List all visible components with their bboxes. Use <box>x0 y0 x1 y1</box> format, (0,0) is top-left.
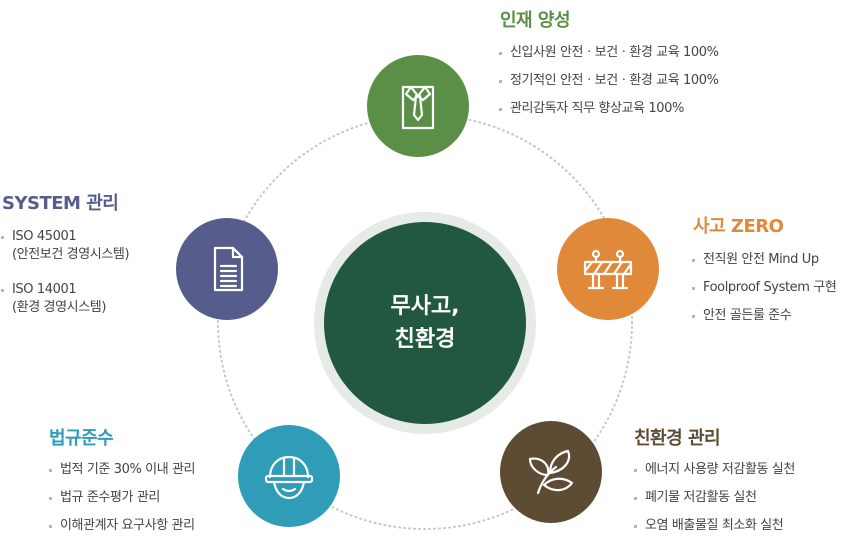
list-item-line2: (환경 경영시스템) <box>12 300 106 315</box>
list-item: 법규 준수평가 관리 <box>48 489 195 507</box>
accident-title: 사고 ZERO <box>693 216 784 237</box>
eco-node <box>500 421 602 523</box>
list-item: 정기적인 안전ㆍ보건ㆍ환경 교육 100% <box>498 72 719 90</box>
system-node <box>176 218 278 320</box>
list-item: 법적 기준 30% 이내 관리 <box>48 461 196 479</box>
list-item: 신입사원 안전ㆍ보건ㆍ환경 교육 100% <box>498 44 719 62</box>
list-item: 관리감독자 직무 향상교육 100% <box>498 100 719 118</box>
list-item: Foolproof System 구현 <box>691 279 837 297</box>
list-item: ISO 45001 (안전보건 경영시스템) <box>0 228 130 264</box>
list-item: ISO 14001 (환경 경영시스템) <box>0 281 129 317</box>
legal-node <box>238 425 340 527</box>
eco-title: 친환경 관리 <box>634 428 721 449</box>
system-title: SYSTEM 관리 <box>2 193 119 214</box>
list-item: 전직원 안전 Mind Up <box>691 251 836 269</box>
hard-hat-icon <box>264 455 314 500</box>
list-item: 오염 배출물질 최소화 실천 <box>633 517 795 535</box>
legal-list: 법적 기준 30% 이내 관리 법규 준수평가 관리 이해관계자 요구사항 관리 <box>48 461 196 535</box>
center-circle: 무사고, 친환경 <box>314 212 536 434</box>
list-item: 에너지 사용량 저감활동 실천 <box>633 461 795 479</box>
list-item-line1: ISO 45001 <box>12 229 77 244</box>
accident-node <box>557 218 659 320</box>
shirt-tie-icon <box>401 85 435 130</box>
center-title-line2: 친환경 <box>394 327 456 352</box>
talent-list: 신입사원 안전ㆍ보건ㆍ환경 교육 100% 정기적인 안전ㆍ보건ㆍ환경 교육 1… <box>498 44 719 118</box>
list-item: 안전 골든룰 준수 <box>691 307 836 325</box>
accident-list: 전직원 안전 Mind Up Foolproof System 구현 안전 골든… <box>691 251 837 325</box>
list-item: 폐기물 저감활동 실천 <box>633 489 795 507</box>
legal-title: 법규준수 <box>49 428 114 449</box>
barricade-icon <box>583 249 633 290</box>
system-list: ISO 45001 (안전보건 경영시스템) ISO 14001 (환경 경영시… <box>0 228 130 317</box>
talent-node <box>367 55 469 157</box>
list-item: 이해관계자 요구사항 관리 <box>48 517 195 535</box>
document-icon <box>213 246 244 292</box>
list-item-line1: ISO 14001 <box>12 282 77 297</box>
talent-title: 인재 양성 <box>500 10 571 31</box>
eco-list: 에너지 사용량 저감활동 실천 폐기물 저감활동 실천 오염 배출물질 최소화 … <box>633 461 795 535</box>
center-title-line1: 무사고, <box>390 294 460 319</box>
list-item-line2: (안전보건 경영시스템) <box>12 247 130 262</box>
leaf-icon <box>528 449 574 495</box>
